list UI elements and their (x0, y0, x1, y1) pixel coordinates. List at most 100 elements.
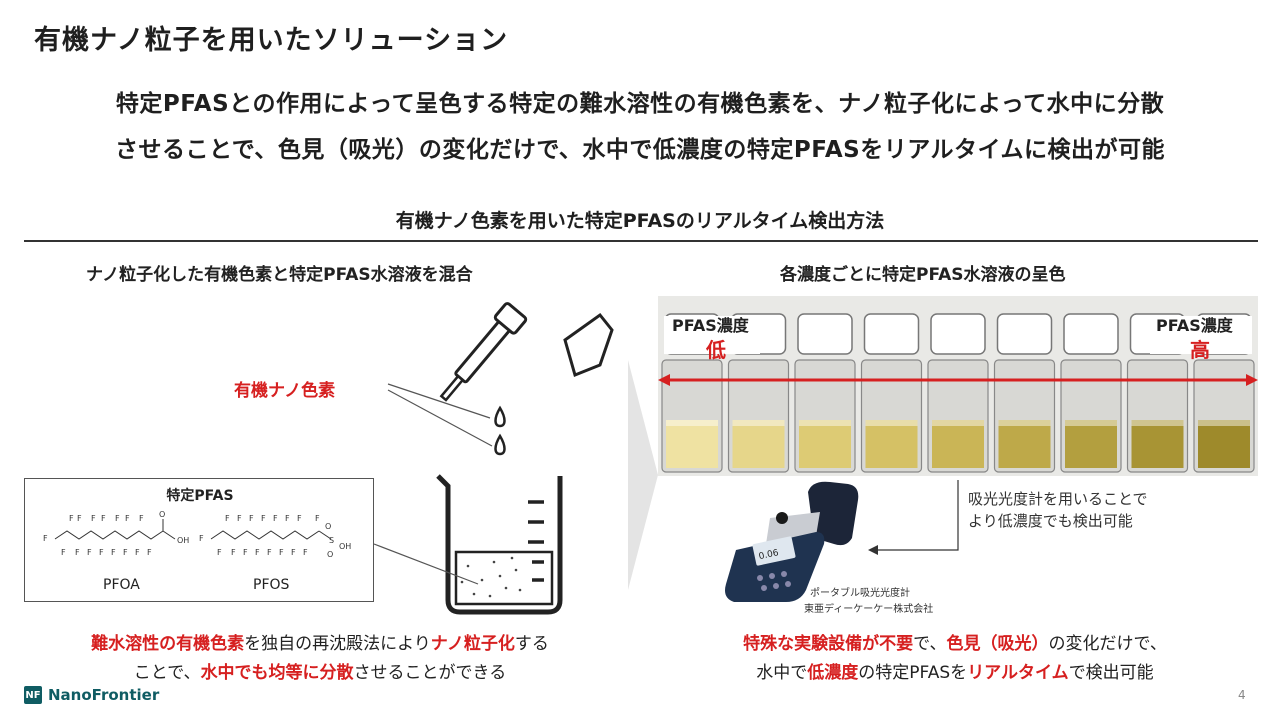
vial-cap (996, 313, 1053, 355)
f-atom: F (303, 548, 308, 557)
f-atom: F (125, 514, 130, 523)
f-atom: F (87, 548, 92, 557)
high-concentration-label: PFAS濃度 (1156, 316, 1233, 335)
f-atom: F (225, 514, 230, 523)
dye-label: 有機ナノ色素 (234, 381, 336, 401)
note-arrow (868, 480, 959, 555)
f-atom: F (77, 514, 82, 523)
vial-meniscus (732, 420, 785, 426)
f-atom: F (199, 534, 204, 543)
f-atom: F (315, 514, 320, 523)
f-atom: F (255, 548, 260, 557)
f-atom: F (291, 548, 296, 557)
f-atom: F (297, 514, 302, 523)
meter-note-line-2: より低濃度でも検出可能 (968, 512, 1133, 530)
left-caption: 難水溶性の有機色素を独自の再沈殿法によりナノ粒子化する ことで、水中でも均等に分… (20, 630, 620, 688)
oh-label: OH (339, 542, 351, 551)
beaker-icon (436, 474, 563, 615)
right-caption-line-1: 特殊な実験設備が不要で、色見（吸光）の変化だけで、 (743, 634, 1167, 654)
lead-line-1: 特定PFASとの作用によって呈色する特定の難水溶性の有機色素を、ナノ粒子化によっ… (115, 91, 1165, 117)
pipette-icon (439, 302, 528, 402)
f-atom: F (249, 514, 254, 523)
meter-note: 吸光光度計を用いることで より低濃度でも検出可能 (968, 488, 1148, 532)
f-atom: F (101, 514, 106, 523)
flow-arrow-icon (628, 360, 658, 590)
f-atom: F (243, 548, 248, 557)
f-atom: F (75, 548, 80, 557)
vial-meniscus (1131, 420, 1184, 426)
pfoa-label: PFOA (103, 577, 140, 593)
meter-note-line-1: 吸光光度計を用いることで (968, 490, 1148, 508)
right-heading: 各濃度ごとに特定PFAS水溶液の呈色 (780, 265, 1066, 285)
vial-solution (732, 420, 785, 468)
meter-caption-2: 東亜ディーケーケー株式会社 (804, 604, 934, 615)
vial-meniscus (666, 420, 718, 426)
logo-text: NanoFrontier (48, 686, 160, 704)
vial-solution (1198, 420, 1250, 468)
oh-label: OH (177, 536, 189, 545)
section-title: 有機ナノ色素を用いた特定PFASのリアルタイム検出方法 (395, 210, 885, 232)
vial-solution (1065, 420, 1117, 468)
f-atom: F (237, 514, 242, 523)
section-divider (24, 240, 1258, 242)
vial-cap (863, 313, 920, 355)
f-atom: F (111, 548, 116, 557)
f-atom: F (135, 548, 140, 557)
vial-solution (998, 420, 1051, 468)
meter-display: 0.06 (758, 548, 780, 562)
vial-cap (1063, 313, 1119, 355)
company-logo: NF NanoFrontier (24, 686, 159, 704)
vial-meniscus (998, 420, 1051, 426)
pfas-structures: F F F F F F F O F OH F F F F F F F F F F… (43, 510, 351, 559)
vial-solution (666, 420, 718, 468)
f-atom: F (273, 514, 278, 523)
drop-icon (494, 405, 506, 428)
pfas-structure-box: 特定PFAS F F F F F F F O F OH F F F F F F … (24, 478, 374, 602)
high-label: 高 (1190, 338, 1210, 362)
vial-meniscus (865, 420, 918, 426)
pfas-box-title: 特定PFAS (166, 488, 234, 504)
mixing-illustration (373, 302, 614, 615)
page-title: 有機ナノ粒子を用いたソリューション (34, 25, 509, 56)
right-caption: 特殊な実験設備が不要で、色見（吸光）の変化だけで、 水中で低濃度の特定PFASを… (650, 630, 1260, 688)
f-atom: F (217, 548, 222, 557)
vial-solution (865, 420, 918, 468)
low-label-box (664, 316, 760, 354)
f-atom: F (279, 548, 284, 557)
vial-cap (930, 313, 986, 355)
o-atom: O (327, 550, 333, 559)
vial-solution (799, 420, 851, 468)
f-atom: F (69, 514, 74, 523)
f-atom: F (267, 548, 272, 557)
o-atom: O (159, 510, 165, 519)
right-caption-line-2: 水中で低濃度の特定PFASをリアルタイムで検出可能 (756, 663, 1154, 683)
drop-icon (494, 433, 506, 456)
left-caption-line-2: ことで、水中でも均等に分散させることができる (133, 663, 507, 683)
f-atom: F (261, 514, 266, 523)
vial-solution (932, 420, 984, 468)
f-atom: F (147, 548, 152, 557)
meter-caption-1: ポータブル吸光光度計 (810, 588, 910, 599)
f-atom: F (285, 514, 290, 523)
o-atom: O (325, 522, 331, 531)
vial-meniscus (1198, 420, 1250, 426)
logo-mark-icon: NF (24, 686, 42, 704)
vial-solution (1131, 420, 1184, 468)
high-label-box (1150, 316, 1252, 354)
low-label: 低 (706, 338, 726, 362)
f-atom: F (231, 548, 236, 557)
vial-meniscus (799, 420, 851, 426)
vial-meniscus (932, 420, 984, 426)
page-number: 4 (1238, 688, 1246, 702)
f-atom: F (91, 514, 96, 523)
left-heading: ナノ粒子化した有機色素と特定PFAS水溶液を混合 (86, 265, 473, 285)
vial-meniscus (1065, 420, 1117, 426)
f-atom: F (123, 548, 128, 557)
f-atom: F (139, 514, 144, 523)
pfos-label: PFOS (253, 577, 290, 593)
left-caption-line-1: 難水溶性の有機色素を独自の再沈殿法によりナノ粒子化する (91, 634, 549, 654)
f-atom: F (99, 548, 104, 557)
glove-hand-icon (563, 312, 614, 378)
s-atom: S (329, 536, 334, 545)
spectrophotometer-image: 0.06 (725, 481, 859, 602)
